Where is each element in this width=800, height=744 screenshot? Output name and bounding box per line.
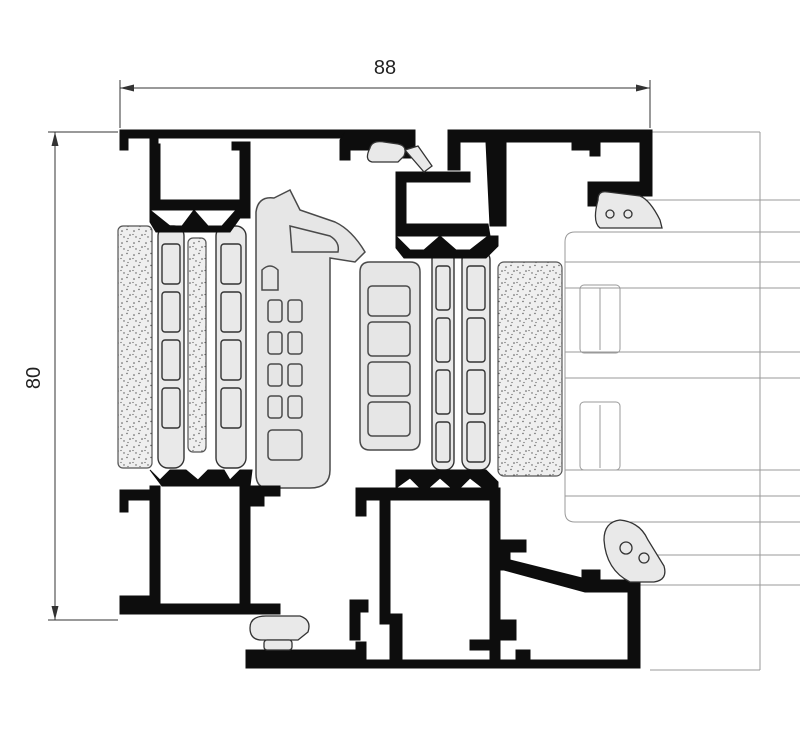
sash-bottom <box>349 469 641 661</box>
base-rail <box>245 639 641 669</box>
width-dimension-label: 88 <box>374 57 396 79</box>
height-dimension <box>48 131 118 621</box>
outer-insulation-right <box>497 261 563 477</box>
glass-pane-continuation <box>564 131 800 671</box>
outer-frame-top <box>119 129 416 233</box>
width-dimension <box>119 80 651 128</box>
insulation-blocks <box>117 225 563 477</box>
outer-insulation-left <box>117 225 153 469</box>
central-gasket-left <box>255 188 366 489</box>
aluminium-profiles <box>119 129 653 669</box>
top-weather-seal <box>366 140 406 163</box>
central-gasket-right <box>359 261 421 451</box>
thermal-break-right <box>431 249 491 471</box>
bottom-glazing-seal <box>603 519 666 583</box>
seal-gaskets <box>249 140 666 651</box>
base-drain-seal <box>249 615 310 641</box>
thermal-break-left <box>157 225 247 469</box>
outer-frame-bottom <box>119 469 281 615</box>
height-dimension-label: 80 <box>23 367 45 389</box>
